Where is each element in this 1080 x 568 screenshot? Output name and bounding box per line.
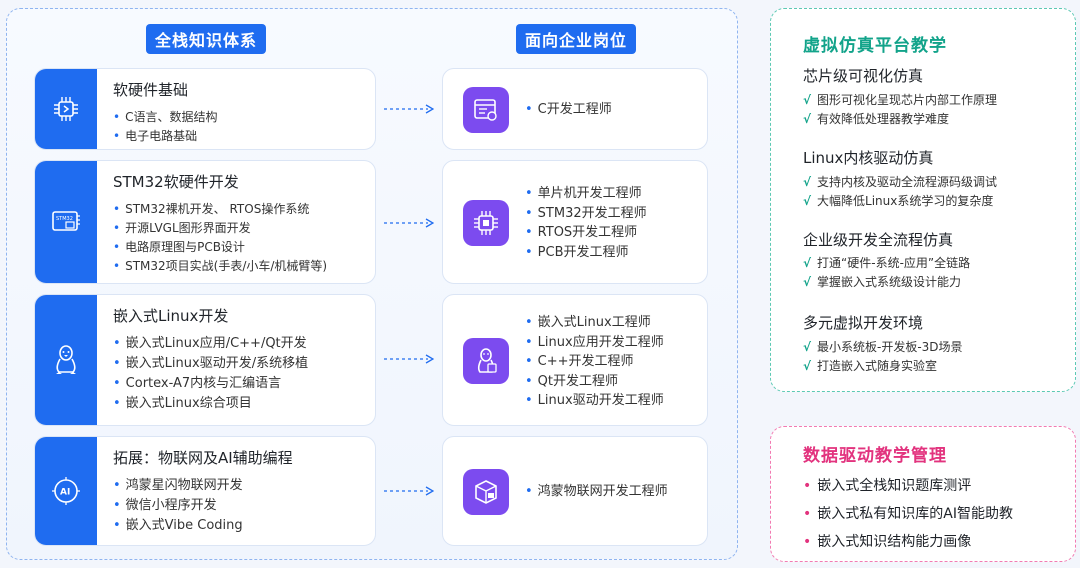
skill-title: 嵌入式Linux开发 (113, 307, 229, 325)
check-icon: √ (803, 275, 812, 289)
job-item: STM32开发工程师 (525, 204, 647, 224)
job-item: RTOS开发工程师 (525, 223, 647, 243)
svg-text:AI: AI (60, 488, 70, 498)
skill-title: 拓展：物联网及AI辅助编程 (113, 449, 293, 467)
data-management-title: 数据驱动教学管理 (803, 446, 947, 466)
check-icon: √ (803, 194, 812, 208)
skill-card-iot-ai: AI 拓展：物联网及AI辅助编程 鸿蒙星闪物联网开发 微信小程序开发 嵌入式Vi… (34, 436, 376, 546)
simulation-item: √打通“硬件-系统-应用”全链路 (803, 256, 971, 270)
skill-item: 电路原理图与PCB设计 (113, 238, 367, 257)
simulation-item: √有效降低处理器教学难度 (803, 112, 950, 126)
job-item: Qt开发工程师 (525, 372, 664, 392)
job-item: Linux驱动开发工程师 (525, 391, 664, 411)
skill-item: 嵌入式Linux综合项目 (113, 394, 367, 414)
data-management-item: •嵌入式私有知识库的AI智能助教 (803, 506, 1013, 522)
skill-card-linux: 嵌入式Linux开发 嵌入式Linux应用/C++/Qt开发 嵌入式Linux驱… (34, 294, 376, 426)
job-item: Linux应用开发工程师 (525, 333, 664, 353)
simulation-item: √大幅降低Linux系统学习的复杂度 (803, 194, 994, 208)
skill-title: STM32软硬件开发 (113, 173, 239, 191)
data-management-item: •嵌入式全栈知识题库测评 (803, 478, 972, 494)
simulation-item: √打造嵌入式随身实验室 (803, 359, 938, 373)
simulation-item: √图形可视化呈现芯片内部工作原理 (803, 93, 998, 107)
job-item: 嵌入式Linux工程师 (525, 313, 664, 333)
code-window-icon (463, 87, 509, 133)
simulation-heading: 多元虚拟开发环境 (803, 314, 924, 332)
chip-icon (35, 69, 97, 149)
job-item: C开发工程师 (525, 100, 612, 120)
skill-item: 鸿蒙星闪物联网开发 (113, 476, 367, 496)
skill-item: 嵌入式Linux驱动开发/系统移植 (113, 354, 367, 374)
check-icon: √ (803, 340, 812, 354)
skill-item: STM32项目实战(手表/小车/机械臂等) (113, 257, 367, 276)
simulation-item: √掌握嵌入式系统级设计能力 (803, 275, 962, 289)
svg-text:STM32: STM32 (56, 216, 73, 222)
simulation-heading: 企业级开发全流程仿真 (803, 231, 954, 249)
check-icon: √ (803, 112, 812, 126)
skill-item: C语言、数据结构 (113, 108, 367, 127)
arrow-right-icon (384, 486, 434, 496)
job-card-c: C开发工程师 (442, 68, 708, 150)
check-icon: √ (803, 93, 812, 107)
cpu-icon (463, 200, 509, 246)
simulation-heading: 芯片级可视化仿真 (803, 67, 924, 85)
job-card-stm32: 单片机开发工程师 STM32开发工程师 RTOS开发工程师 PCB开发工程师 (442, 160, 708, 284)
knowledge-system-header: 全栈知识体系 (146, 24, 266, 54)
skill-card-stm32: STM32 STM32软硬件开发 STM32裸机开发、 RTOS操作系统 开源L… (34, 160, 376, 284)
data-management-panel: 数据驱动教学管理 •嵌入式全栈知识题库测评 •嵌入式私有知识库的AI智能助教 •… (770, 426, 1076, 562)
simulation-item: √最小系统板-开发板-3D场景 (803, 340, 963, 354)
job-card-linux: 嵌入式Linux工程师 Linux应用开发工程师 C++开发工程师 Qt开发工程… (442, 294, 708, 426)
stm32-board-icon: STM32 (35, 161, 97, 283)
job-item: PCB开发工程师 (525, 243, 647, 263)
iot-cube-icon (463, 469, 509, 515)
check-icon: √ (803, 175, 812, 189)
skill-item: 电子电路基础 (113, 127, 367, 146)
enterprise-jobs-header: 面向企业岗位 (516, 24, 636, 54)
skill-item: STM32裸机开发、 RTOS操作系统 (113, 200, 367, 219)
arrow-right-icon (384, 218, 434, 228)
job-item: 鸿蒙物联网开发工程师 (525, 482, 668, 502)
simulation-item: √支持内核及驱动全流程源码级调试 (803, 175, 998, 189)
bullet-icon: • (803, 534, 812, 550)
arrow-right-icon (384, 104, 434, 114)
simulation-heading: Linux内核驱动仿真 (803, 149, 934, 167)
simulation-panel: 虚拟仿真平台教学 芯片级可视化仿真 √图形可视化呈现芯片内部工作原理 √有效降低… (770, 8, 1076, 392)
skill-item: Cortex-A7内核与汇编语言 (113, 374, 367, 394)
skill-item: 嵌入式Linux应用/C++/Qt开发 (113, 334, 367, 354)
ai-brain-icon: AI (35, 437, 97, 545)
simulation-title: 虚拟仿真平台教学 (803, 36, 947, 56)
skill-item: 嵌入式Vibe Coding (113, 516, 367, 536)
job-item: C++开发工程师 (525, 352, 664, 372)
data-management-item: •嵌入式知识结构能力画像 (803, 534, 972, 550)
check-icon: √ (803, 256, 812, 270)
skill-item: 开源LVGL图形界面开发 (113, 219, 367, 238)
bullet-icon: • (803, 478, 812, 494)
job-card-iot: 鸿蒙物联网开发工程师 (442, 436, 708, 546)
arrow-right-icon (384, 354, 434, 364)
bullet-icon: • (803, 506, 812, 522)
job-item: 单片机开发工程师 (525, 184, 647, 204)
skill-item: 微信小程序开发 (113, 496, 367, 516)
penguin-icon (463, 338, 509, 384)
linux-penguin-icon (35, 295, 97, 425)
skill-card-basics: 软硬件基础 C语言、数据结构 电子电路基础 (34, 68, 376, 150)
check-icon: √ (803, 359, 812, 373)
skill-title: 软硬件基础 (113, 81, 189, 99)
